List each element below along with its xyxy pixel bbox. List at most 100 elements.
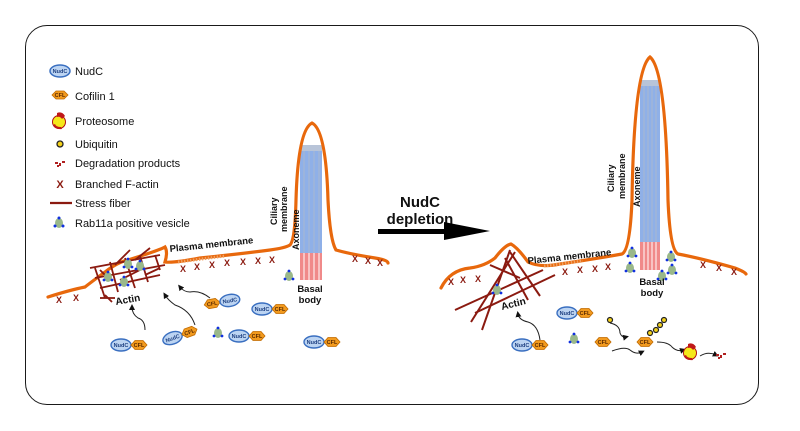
rab11a-vesicle <box>568 332 580 344</box>
ubiquitinated-cofilin: CFL <box>636 337 654 347</box>
svg-text:CFL: CFL <box>134 343 145 349</box>
svg-text:X: X <box>731 267 737 277</box>
right-ciliary-membrane-label-2: membrane <box>617 153 627 199</box>
svg-text:X: X <box>240 257 246 267</box>
cofilin-icon: CFL <box>51 90 69 100</box>
left-ciliary-membrane-label-2: membrane <box>279 186 289 232</box>
svg-text:CFL: CFL <box>275 307 286 313</box>
right-basal-vesicles <box>624 246 678 281</box>
left-axoneme <box>300 145 322 255</box>
legend-item-proteosome: Proteosome <box>52 112 134 130</box>
rab11a-vesicle <box>656 269 668 281</box>
rab11a-vesicle <box>134 259 146 271</box>
svg-text:NudC: NudC <box>560 311 575 317</box>
svg-text:X: X <box>716 263 722 273</box>
legend-label-ubiquitin: Ubiquitin <box>75 139 118 151</box>
svg-text:X: X <box>224 258 230 268</box>
legend-label-nudc: NudC <box>75 66 103 78</box>
degradation-products <box>716 353 726 359</box>
nudc-molecule: NudC <box>511 338 533 352</box>
nudc-cfl-complex: NudC CFL <box>251 302 289 316</box>
rab11a-vesicle <box>626 246 638 258</box>
rab11a-vesicle <box>118 275 130 287</box>
svg-text:X: X <box>73 293 79 303</box>
nudc-icon: NudC <box>49 64 71 78</box>
rab11a-vesicle <box>666 263 678 275</box>
left-transport-arrows <box>129 284 211 331</box>
rab11a-vesicle <box>665 250 677 262</box>
legend-label-branched-f-actin: Branched F-actin <box>75 179 159 191</box>
legend-item-ubiquitin: Ubiquitin <box>56 139 118 151</box>
svg-text:NudC: NudC <box>232 334 247 340</box>
svg-text:X: X <box>194 262 200 272</box>
nudc-molecule: NudC <box>162 330 183 346</box>
svg-text:CFL: CFL <box>535 343 546 349</box>
right-basal-body-label-2: body <box>641 288 664 299</box>
svg-text:X: X <box>365 256 371 266</box>
right-ciliary-membrane-label-1: Ciliary <box>606 164 616 192</box>
legend-item-nudc: NudC NudC <box>49 64 103 78</box>
cofilin-molecule-shape: CFL <box>323 337 341 347</box>
svg-text:CFL: CFL <box>327 340 338 346</box>
legend: NudC NudC CFL Cofilin 1 Proteosome Ubiqu… <box>49 64 190 230</box>
svg-text:NudC: NudC <box>255 307 270 313</box>
ubiquitin-icon <box>56 140 64 148</box>
cofilin-molecule-shape: CFL <box>576 308 594 318</box>
figure-frame <box>25 25 759 405</box>
svg-text:X: X <box>605 262 611 272</box>
left-plasma-membrane <box>46 121 390 299</box>
nudc-molecule: NudC <box>228 329 250 343</box>
nudc-icon-text: NudC <box>53 69 68 75</box>
svg-text:X: X <box>56 295 62 305</box>
svg-text:NudC: NudC <box>165 334 181 345</box>
legend-label-rab11a-vesicle: Rab11a positive vesicle <box>75 218 190 230</box>
branched-f-actin-icon: X <box>56 179 64 191</box>
svg-text:X: X <box>700 260 706 270</box>
cofilin-molecule-shape: CFL <box>203 298 221 310</box>
cofilin-molecule-shape: CFL <box>130 340 148 350</box>
svg-text:X: X <box>562 267 568 277</box>
rab11a-vesicle-icon <box>53 216 65 228</box>
nudc-molecule: NudC <box>251 302 273 316</box>
svg-text:X: X <box>475 274 481 284</box>
rab11a-vesicle <box>122 257 134 269</box>
left-axoneme-label: Axoneme <box>291 209 301 250</box>
nudc-molecule: NudC <box>303 335 325 349</box>
cofilin-molecule-shape: CFL <box>248 331 266 341</box>
nudc-cfl-complex: NudC CFL <box>556 306 594 320</box>
svg-text:X: X <box>255 256 261 266</box>
svg-text:CFL: CFL <box>580 311 591 317</box>
svg-text:X: X <box>592 264 598 274</box>
svg-text:X: X <box>448 277 454 287</box>
left-actin-vesicles <box>102 257 146 287</box>
svg-text:CFL: CFL <box>252 334 263 340</box>
right-basal-body <box>640 242 660 270</box>
svg-text:X: X <box>180 264 186 274</box>
svg-text:X: X <box>209 260 215 270</box>
svg-text:CFL: CFL <box>640 340 651 346</box>
legend-item-branched-f-actin: X Branched F-actin <box>56 179 158 191</box>
nudc-molecule: NudC <box>219 293 241 308</box>
svg-text:X: X <box>377 258 383 268</box>
right-plasma-membrane <box>439 54 748 290</box>
cofilin-molecule-shape: CFL <box>531 340 549 350</box>
cofilin-molecule-shape: CFL <box>594 337 612 347</box>
left-basal-body <box>300 253 322 280</box>
rab11a-vesicle <box>624 261 636 273</box>
svg-text:NudC: NudC <box>222 297 238 305</box>
legend-label-proteosome: Proteosome <box>75 116 134 128</box>
rab11a-vesicle <box>283 269 295 281</box>
polyubiquitin-chain <box>646 316 668 337</box>
svg-text:X: X <box>352 254 358 264</box>
proteosome <box>683 343 697 361</box>
cofilin-molecule: CFL <box>594 337 612 347</box>
